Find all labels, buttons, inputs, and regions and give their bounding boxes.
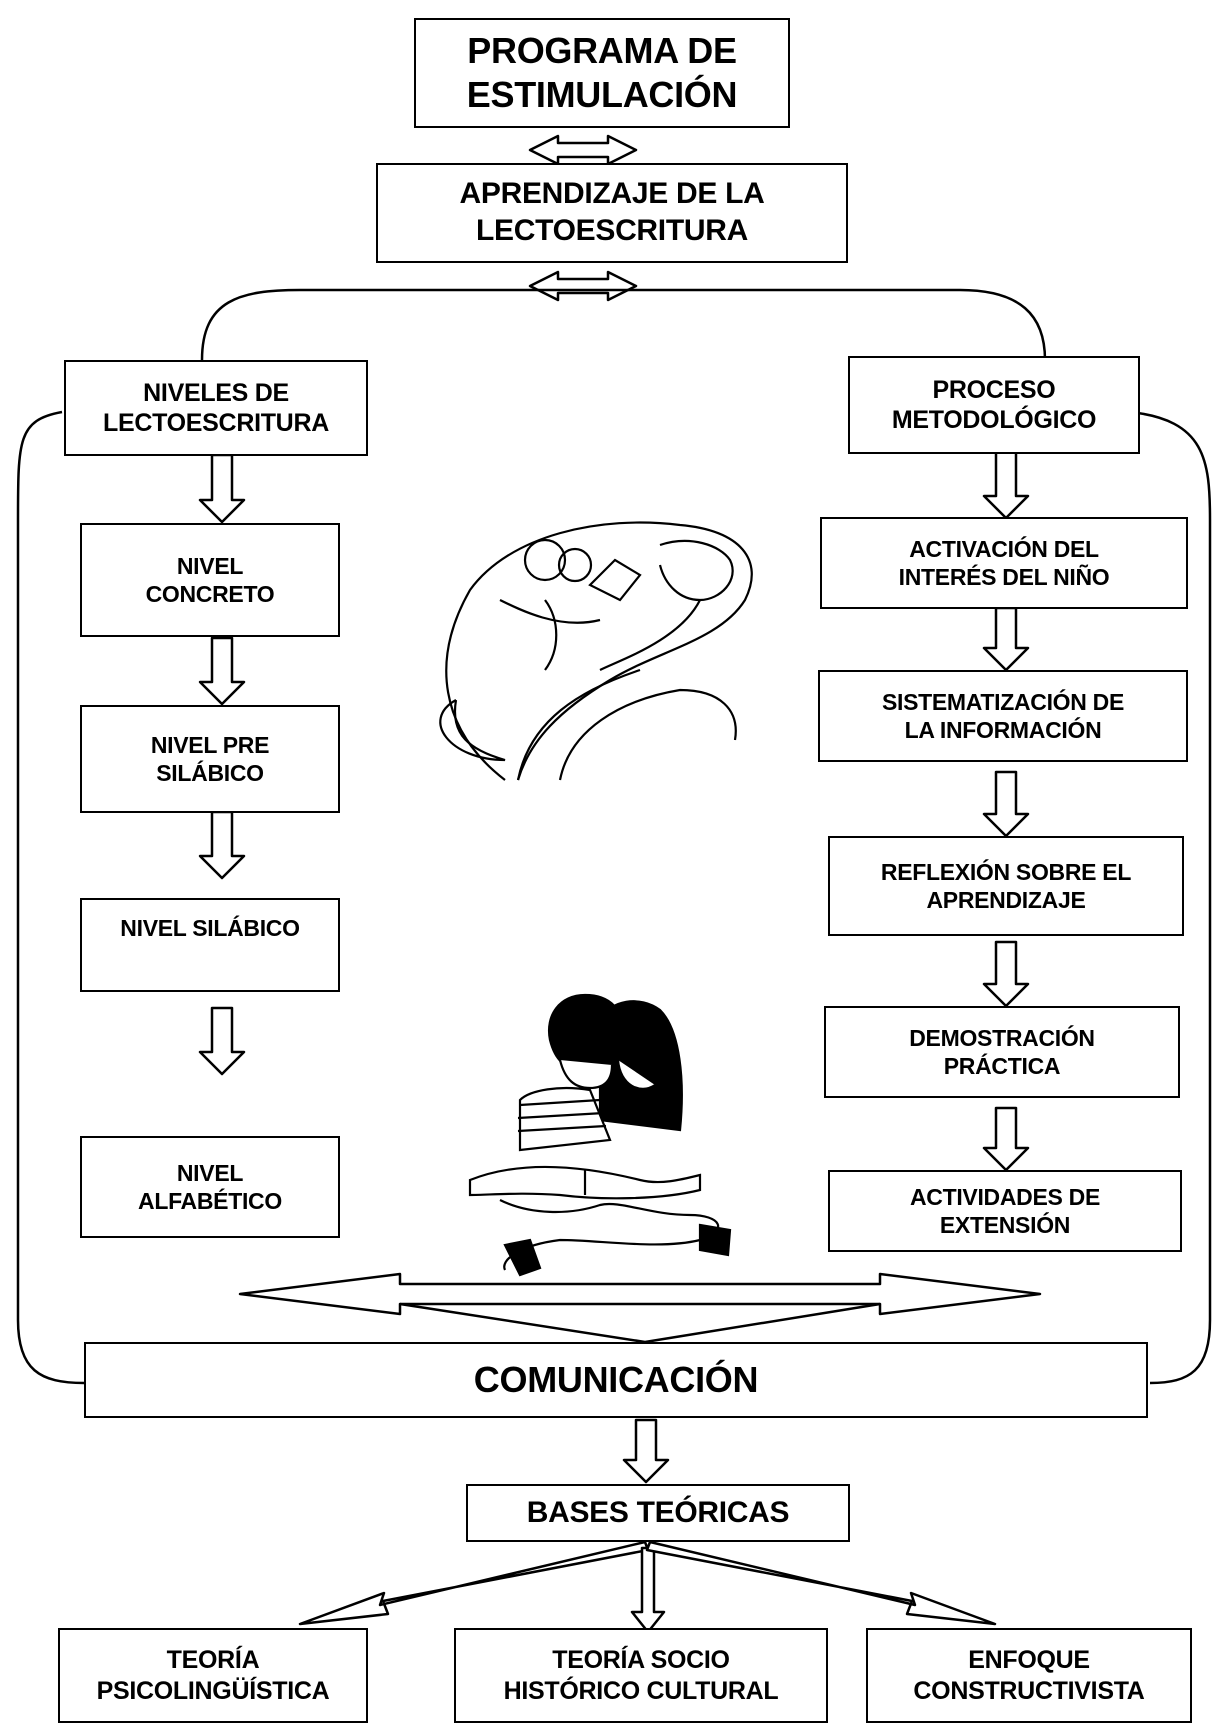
reflexion-line-2: APRENDIZAJE <box>926 887 1086 913</box>
actividades-line-2: EXTENSIÓN <box>939 1212 1071 1238</box>
down-arrow-right-5 <box>982 1106 1030 1172</box>
down-arrow-left-4 <box>198 1006 246 1076</box>
nivel-pre-silabico-line-1: NIVEL PRE <box>150 731 270 758</box>
reading-fairy-illustration <box>439 521 753 781</box>
right-loop <box>1129 410 1212 1385</box>
demostracion-line-2: PRÁCTICA <box>943 1053 1061 1079</box>
reflexion-aprendizaje-box: REFLEXIÓN SOBRE EL APRENDIZAJE <box>828 836 1184 936</box>
down-arrow-right-1 <box>982 450 1030 520</box>
wide-double-arrow <box>238 1272 1042 1316</box>
arrow-to-teoria-psicolinguistica <box>298 1540 650 1626</box>
activacion-interes-box: ACTIVACIÓN DEL INTERÉS DEL NIÑO <box>820 517 1188 609</box>
niveles-lectoescritura-box: NIVELES DE LECTOESCRITURA <box>64 360 368 456</box>
programa-de-estimulacion-box: PROGRAMA DE ESTIMULACIÓN <box>414 18 790 128</box>
left-loop <box>16 410 85 1385</box>
nivel-alfabetico-box: NIVEL ALFABÉTICO <box>80 1136 340 1238</box>
nivel-silabico-box: NIVEL SILÁBICO <box>80 898 340 992</box>
enfoque-constructivista-line-2: CONSTRUCTIVISTA <box>913 1676 1145 1705</box>
chevron-into-comunicacion <box>399 1302 881 1344</box>
sistematizacion-line-1: SISTEMATIZACIÓN DE <box>881 688 1125 715</box>
teoria-psicolinguistica-box: TEORÍA PSICOLINGÜÍSTICA <box>58 1628 368 1723</box>
double-arrow-programa-aprendizaje <box>528 134 638 166</box>
teoria-psicolinguistica-line-1: TEORÍA <box>166 1646 260 1674</box>
double-arrow-aprendizaje-branches <box>528 270 638 302</box>
comunicacion-box: COMUNICACIÓN <box>84 1342 1148 1418</box>
branch-curve <box>200 288 1047 361</box>
nivel-silabico-line-1: NIVEL SILÁBICO <box>120 915 300 941</box>
nivel-concreto-line-2: CONCRETO <box>145 581 275 607</box>
arrow-to-enfoque-constructivista <box>645 1540 997 1626</box>
actividades-line-1: ACTIVIDADES DE <box>909 1183 1101 1210</box>
teoria-socio-historico-cultural-box: TEORÍA SOCIO HISTÓRICO CULTURAL <box>454 1628 828 1723</box>
down-arrow-left-2 <box>198 636 246 706</box>
sistematizacion-informacion-box: SISTEMATIZACIÓN DE LA INFORMACIÓN <box>818 670 1188 762</box>
nivel-pre-silabico-box: NIVEL PRE SILÁBICO <box>80 705 340 813</box>
teoria-socio-line-2: HISTÓRICO CULTURAL <box>503 1676 779 1705</box>
programa-line-1: PROGRAMA DE <box>467 30 737 72</box>
actividades-extension-box: ACTIVIDADES DE EXTENSIÓN <box>828 1170 1182 1252</box>
proceso-header-line-1: PROCESO <box>932 375 1056 404</box>
sistematizacion-line-2: LA INFORMACIÓN <box>904 717 1102 743</box>
down-arrow-left-3 <box>198 810 246 880</box>
teoria-socio-line-1: TEORÍA SOCIO <box>552 1646 730 1674</box>
activacion-line-1: ACTIVACIÓN DEL <box>909 535 1099 562</box>
nivel-concreto-box: NIVEL CONCRETO <box>80 523 340 637</box>
aprendizaje-line-2: LECTOESCRITURA <box>476 214 748 247</box>
down-arrow-right-2 <box>982 606 1030 672</box>
programa-line-2: ESTIMULACIÓN <box>466 74 738 115</box>
comunicacion-label: COMUNICACIÓN <box>473 1359 759 1401</box>
nivel-concreto-line-1: NIVEL <box>176 552 244 579</box>
demostracion-line-1: DEMOSTRACIÓN <box>909 1024 1095 1051</box>
children-reading-illustration <box>468 993 732 1277</box>
niveles-header-line-1: NIVELES DE <box>143 378 289 407</box>
niveles-header-line-2: LECTOESCRITURA <box>103 409 329 437</box>
demostracion-practica-box: DEMOSTRACIÓN PRÁCTICA <box>824 1006 1180 1098</box>
nivel-alfabetico-line-2: ALFABÉTICO <box>138 1188 282 1214</box>
bases-teoricas-label: BASES TEÓRICAS <box>526 1495 790 1529</box>
activacion-line-2: INTERÉS DEL NIÑO <box>898 564 1110 590</box>
down-arrow-left-1 <box>198 453 246 524</box>
arrow-to-teoria-socio <box>630 1546 666 1634</box>
down-arrow-right-4 <box>982 940 1030 1008</box>
nivel-alfabetico-line-1: NIVEL <box>176 1159 244 1186</box>
teoria-psicolinguistica-line-2: PSICOLINGÜÍSTICA <box>96 1676 330 1705</box>
enfoque-constructivista-line-1: ENFOQUE <box>968 1646 1090 1674</box>
aprendizaje-lectoescritura-box: APRENDIZAJE DE LA LECTOESCRITURA <box>376 163 848 263</box>
aprendizaje-line-1: APRENDIZAJE DE LA <box>459 177 765 211</box>
down-arrow-right-3 <box>982 770 1030 838</box>
nivel-pre-silabico-line-2: SILÁBICO <box>156 760 264 786</box>
bases-teoricas-box: BASES TEÓRICAS <box>466 1484 850 1542</box>
reflexion-line-1: REFLEXIÓN SOBRE EL <box>880 858 1132 885</box>
enfoque-constructivista-box: ENFOQUE CONSTRUCTIVISTA <box>866 1628 1192 1723</box>
proceso-header-line-2: METODOLÓGICO <box>891 406 1097 434</box>
down-arrow-comunicacion-bases <box>622 1418 670 1484</box>
proceso-metodologico-box: PROCESO METODOLÓGICO <box>848 356 1140 454</box>
